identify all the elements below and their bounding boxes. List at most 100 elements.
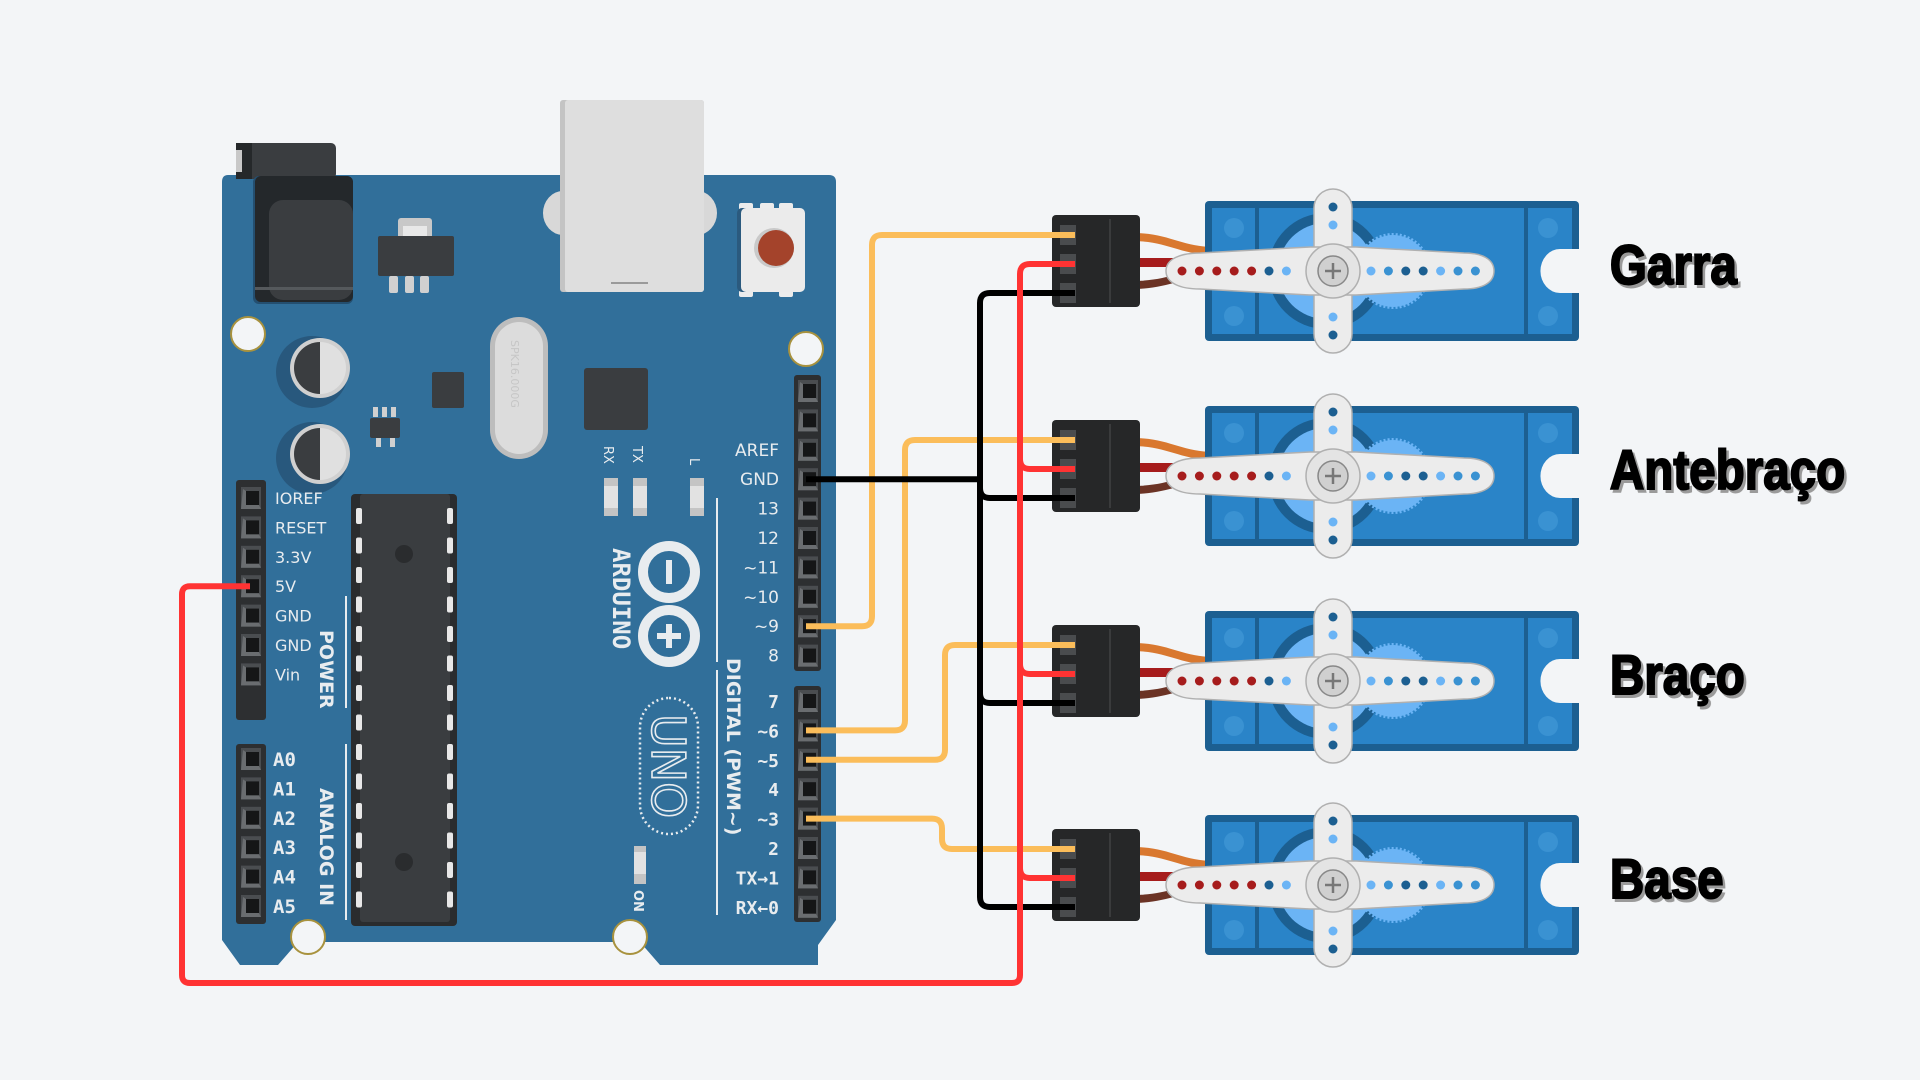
horn-hole — [1401, 676, 1411, 686]
socket-hole — [803, 589, 816, 604]
servo-screw-hole — [1538, 628, 1558, 648]
power-wire-2[interactable] — [1017, 663, 1075, 677]
horn-hole — [1418, 880, 1428, 890]
analog-pin-socket[interactable] — [241, 865, 261, 888]
power-wire-3[interactable] — [1017, 867, 1075, 881]
horn-hole — [1194, 266, 1204, 276]
power-pin-label: IOREF — [275, 489, 323, 508]
socket-bevel — [798, 868, 818, 889]
digital-pin-socket[interactable] — [798, 837, 818, 859]
digital-pin-socket[interactable] — [798, 644, 818, 667]
analog-pin-socket[interactable] — [241, 895, 261, 917]
servo-0[interactable] — [1052, 188, 1579, 354]
chip-pin — [447, 744, 453, 760]
ground-wire-2[interactable] — [977, 692, 1075, 706]
socket-hole — [246, 752, 259, 766]
signal-wire-3[interactable] — [806, 815, 1075, 852]
plus-icon — [1325, 468, 1341, 484]
socket-bevel — [798, 587, 818, 608]
power-wire-main[interactable] — [179, 261, 1075, 986]
analog-pin-socket[interactable] — [241, 777, 261, 800]
chip-pin — [356, 744, 362, 760]
socket-hole — [803, 648, 816, 663]
digital-pin-socket[interactable] — [798, 497, 818, 520]
digital-pin-socket[interactable] — [798, 438, 818, 461]
digital-pin-socket[interactable] — [798, 556, 818, 579]
servo-lead-signal — [1132, 438, 1215, 460]
horn-hole — [1177, 266, 1187, 276]
servo-screw-hole — [1538, 423, 1558, 443]
mounting-holes — [230, 316, 824, 955]
power-pin-socket[interactable] — [241, 545, 261, 568]
horn-hole — [1177, 880, 1187, 890]
signal-wire-0[interactable] — [806, 232, 1075, 630]
socket-bevel — [798, 646, 818, 667]
horn-hole — [1212, 880, 1222, 890]
power-pin-socket[interactable] — [241, 575, 261, 598]
digital-pin-socket[interactable] — [798, 409, 818, 432]
chip-pin — [356, 862, 362, 878]
arduino-board[interactable]: SPK16.000G RX TX L ARDUINO — [222, 100, 836, 965]
horn-hole — [1383, 880, 1393, 890]
ground-bus[interactable] — [977, 290, 1075, 910]
ground-wire-1[interactable] — [977, 487, 1075, 501]
horn-hole — [1401, 880, 1411, 890]
digital-pin-socket[interactable] — [798, 585, 818, 608]
digital-pin-socket[interactable] — [798, 380, 818, 402]
horn-hole — [1281, 880, 1291, 890]
capacitors — [276, 336, 350, 494]
chip-pin — [356, 567, 362, 583]
horn-hole — [1436, 676, 1446, 686]
dc-power-jack — [236, 143, 353, 304]
usb-chip — [584, 368, 648, 430]
horn-hole — [1194, 880, 1204, 890]
horn-hole — [1453, 880, 1463, 890]
chip-pin — [447, 537, 453, 554]
socket-hole — [803, 841, 816, 855]
chip-pin — [447, 714, 453, 731]
horn-hole — [1453, 676, 1463, 686]
digital-pin-socket[interactable] — [798, 778, 818, 801]
servo-screw-hole — [1224, 920, 1244, 940]
socket-hole — [803, 531, 816, 545]
socket-hole — [803, 870, 816, 885]
signal-wire-2[interactable] — [806, 642, 1075, 763]
digital-pin-socket[interactable] — [798, 866, 818, 889]
status-leds: RX TX L — [600, 445, 704, 516]
horn-hole — [1436, 880, 1446, 890]
digital-pin-socket[interactable] — [798, 895, 818, 918]
servo-3[interactable] — [1052, 802, 1579, 968]
socket-bevel — [241, 547, 261, 568]
digital-pin-socket[interactable] — [798, 690, 818, 712]
horn-hole — [1418, 676, 1428, 686]
horn-hole — [1264, 676, 1274, 686]
digital-pin-socket[interactable] — [798, 527, 818, 549]
servo-2[interactable] — [1052, 598, 1579, 764]
analog-pin-socket[interactable] — [241, 748, 261, 770]
power-pin-socket[interactable] — [241, 516, 261, 539]
servo-screw-hole — [1538, 218, 1558, 238]
chip-pin — [356, 832, 362, 849]
socket-bevel — [241, 779, 261, 800]
power-pin-socket[interactable] — [241, 634, 261, 656]
power-pin-socket[interactable] — [241, 604, 261, 627]
power-pin-socket[interactable] — [241, 487, 261, 509]
horn-hole — [1328, 834, 1338, 844]
analog-pin-socket[interactable] — [241, 806, 261, 829]
socket-bevel — [798, 411, 818, 432]
horn-hole — [1470, 471, 1480, 481]
socket-bevel — [798, 499, 818, 520]
socket-bevel — [798, 750, 818, 771]
servo-1[interactable] — [1052, 393, 1579, 559]
power-wire-1[interactable] — [1017, 458, 1075, 472]
socket-bevel — [798, 529, 818, 549]
horn-hole — [1436, 266, 1446, 276]
reset-button[interactable] — [737, 203, 805, 297]
power-pin-socket[interactable] — [241, 663, 261, 686]
socket-hole — [803, 899, 816, 914]
horn-hole — [1264, 266, 1274, 276]
horn-hole — [1177, 471, 1187, 481]
signal-wire-1[interactable] — [806, 437, 1075, 734]
socket-bevel — [241, 636, 261, 656]
analog-pin-socket[interactable] — [241, 836, 261, 859]
